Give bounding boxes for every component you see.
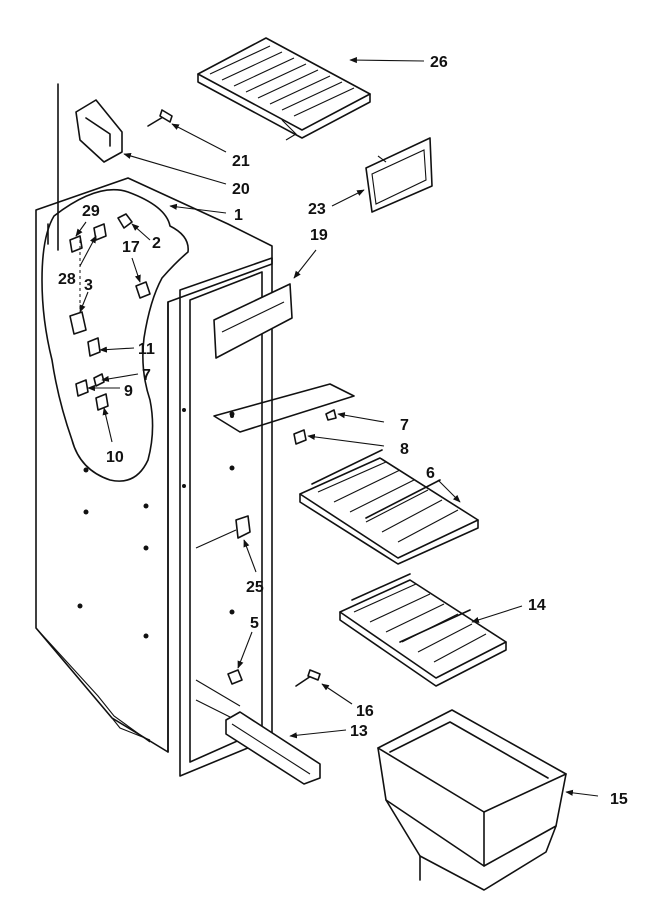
liner-cutaway xyxy=(41,188,189,482)
wire-shelf-6 xyxy=(299,449,479,565)
label-8: 8 xyxy=(400,441,409,458)
small-parts xyxy=(47,213,151,411)
wire-shelf-14 xyxy=(339,573,507,687)
clip-7-8 xyxy=(293,409,337,445)
label-19: 19 xyxy=(310,227,328,244)
label-3: 3 xyxy=(84,277,93,294)
leader-lines xyxy=(75,57,599,797)
screw-21 xyxy=(147,109,173,127)
label-13: 13 xyxy=(350,723,368,740)
label-20: 20 xyxy=(232,181,250,198)
part-25 xyxy=(195,515,251,549)
evap-cover xyxy=(213,383,355,433)
label-17: 17 xyxy=(122,239,140,256)
label-5: 5 xyxy=(250,615,259,632)
label-7a: 7 xyxy=(142,367,151,384)
label-25: 25 xyxy=(246,579,264,596)
label-21: 21 xyxy=(232,153,250,170)
label-6: 6 xyxy=(426,465,435,482)
label-7b: 7 xyxy=(400,417,409,434)
screw-5 xyxy=(227,669,243,685)
label-11: 11 xyxy=(138,341,155,358)
label-10: 10 xyxy=(106,449,124,466)
cover-23 xyxy=(365,137,433,213)
label-1: 1 xyxy=(234,207,243,224)
label-14: 14 xyxy=(528,597,546,614)
label-26: 26 xyxy=(430,54,448,71)
label-23: 23 xyxy=(308,201,326,218)
label-28: 28 xyxy=(58,271,76,288)
label-29: 29 xyxy=(82,203,100,220)
label-2: 2 xyxy=(152,235,161,252)
storage-bin-15 xyxy=(377,709,567,891)
callout-labels: 26 21 20 1 23 19 29 2 17 28 3 11 7 9 10 … xyxy=(58,54,628,808)
bracket-20 xyxy=(57,83,123,251)
top-shelf-26 xyxy=(197,37,371,141)
label-16: 16 xyxy=(356,703,374,720)
toe-grille-13 xyxy=(225,711,321,785)
label-15: 15 xyxy=(610,791,628,808)
air-diffuser-19 xyxy=(213,283,293,359)
screw-16 xyxy=(295,669,321,687)
label-9: 9 xyxy=(124,383,133,400)
